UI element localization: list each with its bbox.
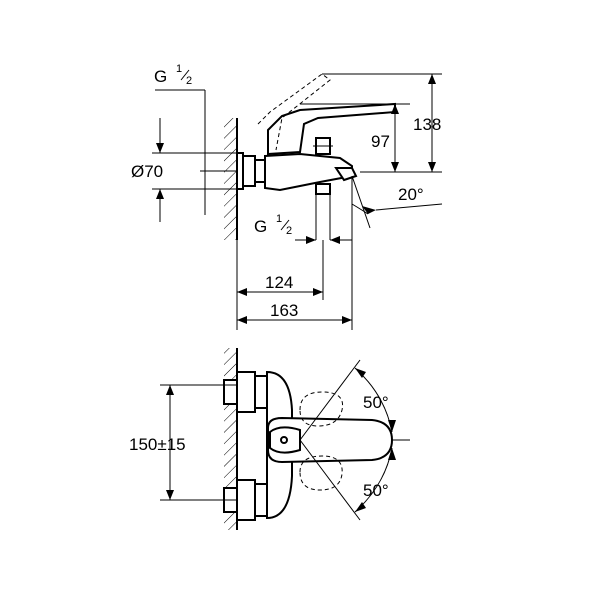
center-distance-dimension: 150±15 — [129, 384, 237, 501]
thread-outlet-base: G — [254, 217, 267, 236]
upper-connector — [223, 371, 268, 413]
outlet-fitting — [315, 183, 331, 240]
wall-connector-nut — [236, 152, 266, 190]
thread-inlet-sup: 1 — [176, 63, 182, 75]
depth-163-dimension: 163 — [237, 240, 353, 330]
front-view: 50° 50° 150±15 — [129, 348, 410, 530]
spout-side — [334, 167, 358, 182]
wall-side-view — [224, 118, 238, 240]
side-view: G 1 2 Ø70 97 — [131, 63, 443, 330]
height-97-dimension: 97 — [300, 103, 410, 173]
thread-inlet-sub: 2 — [186, 75, 192, 87]
thread-inlet-base: G — [154, 67, 167, 86]
depth-163-label: 163 — [270, 301, 298, 320]
height-138-dimension: 138 — [322, 73, 442, 173]
mixer-body-side — [264, 152, 353, 192]
depth-124-label: 124 — [265, 273, 293, 292]
diameter-dimension: Ø70 — [131, 118, 237, 222]
thread-outlet-sub: 2 — [286, 225, 292, 237]
angle-20-label: 20° — [398, 185, 424, 204]
lever-up-outline — [299, 391, 344, 427]
depth-124-dimension: 124 — [236, 240, 324, 330]
thread-outlet-sup: 1 — [276, 213, 282, 225]
angle-20-dimension: 20° — [351, 185, 443, 215]
thread-inlet-dimension: G 1 2 — [154, 63, 206, 215]
lever-handle-side — [267, 102, 396, 156]
lever-raised-outline — [257, 73, 331, 151]
center-distance-label: 150±15 — [129, 435, 186, 454]
diverter-knob-side — [313, 137, 333, 155]
diameter-label: Ø70 — [131, 162, 163, 181]
height-97-label: 97 — [371, 132, 390, 151]
height-138-label: 138 — [413, 115, 441, 134]
svg-text:G: G — [154, 67, 167, 86]
angle-up-label: 50° — [363, 393, 389, 412]
angle-down-label: 50° — [363, 481, 389, 500]
thread-outlet-dimension: G 1 2 — [254, 213, 352, 244]
